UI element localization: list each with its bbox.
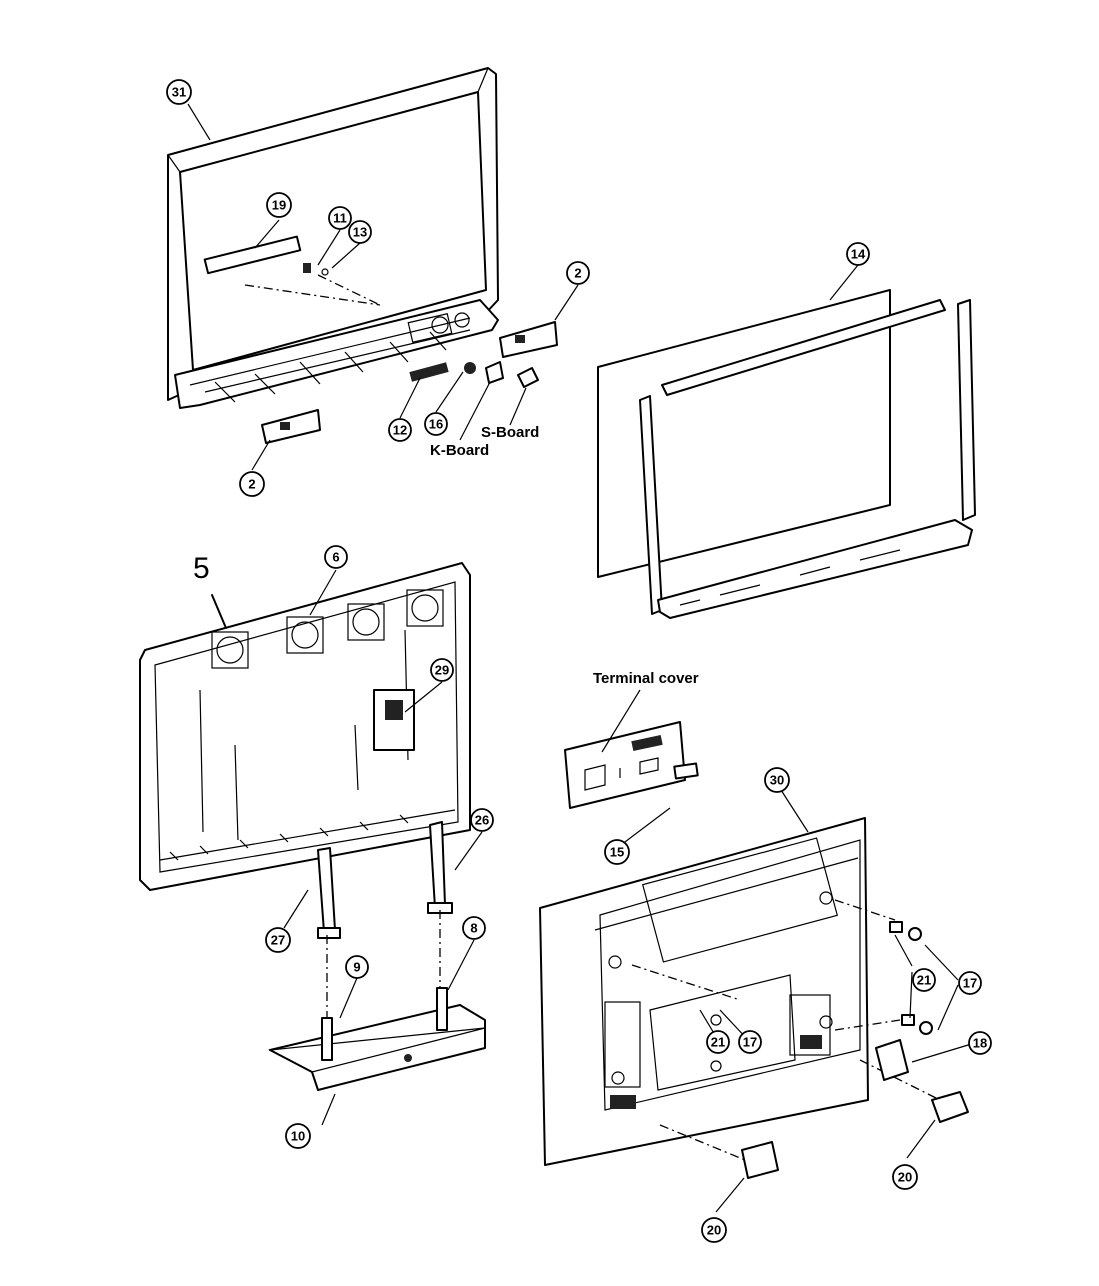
callout-11: 11 bbox=[328, 206, 352, 230]
callout-20-bottom: 20 bbox=[701, 1217, 727, 1243]
callout-15: 15 bbox=[604, 839, 630, 865]
label-k-board: K-Board bbox=[430, 442, 489, 459]
front-frame bbox=[167, 67, 558, 444]
svg-text:26: 26 bbox=[475, 813, 489, 828]
callout-13: 13 bbox=[348, 220, 372, 244]
callout-14: 14 bbox=[846, 242, 870, 266]
callout-20-right: 20 bbox=[892, 1164, 918, 1190]
svg-text:13: 13 bbox=[353, 225, 367, 240]
svg-text:20: 20 bbox=[898, 1170, 912, 1185]
svg-text:30: 30 bbox=[770, 773, 784, 788]
callout-27: 27 bbox=[265, 927, 291, 953]
callout-19: 19 bbox=[266, 192, 292, 218]
callout-26: 26 bbox=[470, 808, 494, 832]
callout-29: 29 bbox=[430, 658, 454, 682]
chassis-frame bbox=[139, 562, 471, 891]
callout-18: 18 bbox=[968, 1031, 992, 1055]
svg-text:9: 9 bbox=[353, 960, 360, 975]
callout-6: 6 bbox=[324, 545, 348, 569]
callout-16: 16 bbox=[424, 412, 448, 436]
svg-text:27: 27 bbox=[271, 933, 285, 948]
callout-9: 9 bbox=[345, 955, 369, 979]
display-panel bbox=[597, 289, 976, 619]
svg-text:10: 10 bbox=[291, 1129, 305, 1144]
terminal-cover bbox=[564, 721, 699, 809]
rear-cover bbox=[539, 817, 969, 1179]
callout-21-left: 21 bbox=[706, 1030, 730, 1054]
svg-text:21: 21 bbox=[917, 973, 931, 988]
callout-17-left: 17 bbox=[738, 1030, 762, 1054]
callout-30: 30 bbox=[764, 767, 790, 793]
svg-text:21: 21 bbox=[711, 1035, 725, 1050]
svg-text:2: 2 bbox=[248, 477, 255, 492]
callout-10: 10 bbox=[285, 1123, 311, 1149]
callout-2-right: 2 bbox=[566, 261, 590, 285]
callout-12: 12 bbox=[388, 418, 412, 442]
stand-posts bbox=[317, 821, 453, 1018]
svg-text:2: 2 bbox=[574, 266, 581, 281]
leader-lines bbox=[187, 103, 979, 1213]
svg-text:15: 15 bbox=[610, 845, 624, 860]
svg-text:18: 18 bbox=[973, 1036, 987, 1051]
svg-text:16: 16 bbox=[429, 417, 443, 432]
svg-text:29: 29 bbox=[435, 663, 449, 678]
svg-text:6: 6 bbox=[332, 550, 339, 565]
label-terminal-cover: Terminal cover bbox=[593, 670, 699, 687]
label-item-5: 5 bbox=[193, 552, 210, 585]
callout-21-right: 21 bbox=[912, 968, 936, 992]
svg-text:31: 31 bbox=[172, 85, 186, 100]
svg-text:11: 11 bbox=[333, 211, 347, 226]
callout-2-left: 2 bbox=[239, 471, 265, 497]
svg-text:19: 19 bbox=[272, 198, 286, 213]
svg-text:20: 20 bbox=[707, 1223, 721, 1238]
stand-base bbox=[267, 987, 486, 1091]
label-s-board: S-Board bbox=[481, 424, 539, 441]
svg-text:8: 8 bbox=[470, 921, 477, 936]
svg-text:14: 14 bbox=[851, 247, 866, 262]
svg-text:17: 17 bbox=[963, 976, 977, 991]
callout-31: 31 bbox=[166, 79, 192, 105]
svg-text:12: 12 bbox=[393, 423, 407, 438]
callout-8: 8 bbox=[462, 916, 486, 940]
callout-17-right: 17 bbox=[958, 971, 982, 995]
svg-text:17: 17 bbox=[743, 1035, 757, 1050]
